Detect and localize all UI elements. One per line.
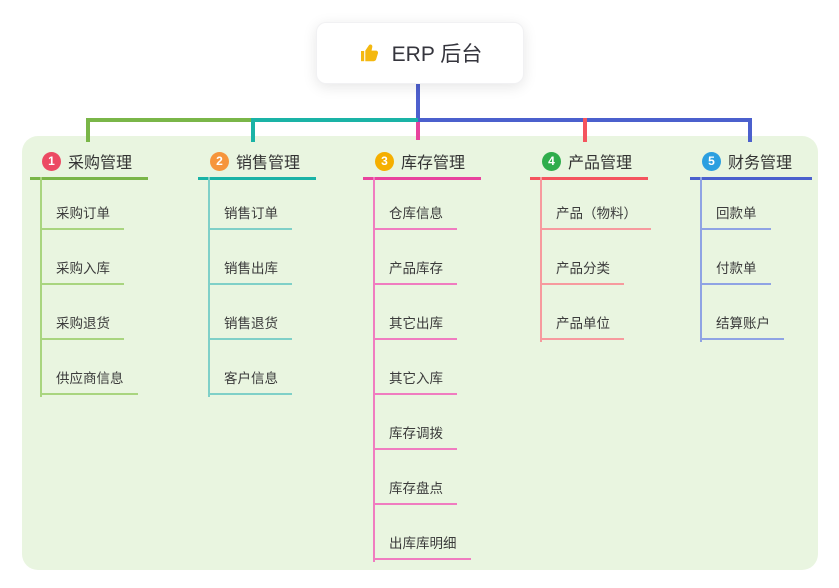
branch-header-product[interactable]: 4 产品管理	[530, 148, 651, 174]
mindmap-node[interactable]: 销售退货	[208, 312, 292, 340]
branch-column-inventory: 3 库存管理 仓库信息 产品库存 其它出库 其它入库 库存调拨 库存盘点 出库库…	[363, 148, 481, 562]
mindmap-node[interactable]: 采购订单	[40, 202, 124, 230]
mindmap-node[interactable]: 产品分类	[540, 257, 624, 285]
branch-column-product: 4 产品管理 产品（物料） 产品分类 产品单位	[530, 148, 651, 342]
connector-bus-green	[86, 118, 253, 122]
connector-drop-purchase	[86, 118, 90, 142]
branch-spine-line	[40, 177, 42, 397]
root-node[interactable]: ERP 后台	[316, 22, 524, 84]
mindmap-node[interactable]: 其它入库	[373, 367, 457, 395]
mindmap-node[interactable]: 销售出库	[208, 257, 292, 285]
branch-spine-line	[700, 177, 702, 342]
mindmap-node[interactable]: 产品（物料）	[540, 202, 651, 230]
branch-label: 销售管理	[236, 155, 301, 172]
branch-header-sales[interactable]: 2 销售管理	[198, 148, 316, 174]
mindmap-node[interactable]: 产品单位	[540, 312, 624, 340]
root-title: ERP 后台	[391, 43, 483, 66]
branch-number-badge: 3	[375, 151, 394, 171]
connector-drop-inventory	[416, 122, 420, 140]
mindmap-node[interactable]: 客户信息	[208, 367, 292, 395]
mindmap-background-panel	[22, 136, 818, 570]
connector-bus-teal	[253, 118, 418, 122]
mindmap-node[interactable]: 采购入库	[40, 257, 124, 285]
branch-header-purchase[interactable]: 1 采购管理	[30, 148, 148, 174]
mindmap-node[interactable]: 产品库存	[373, 257, 457, 285]
mindmap-node[interactable]: 仓库信息	[373, 202, 457, 230]
branch-label: 财务管理	[728, 155, 793, 172]
mindmap-node[interactable]: 库存盘点	[373, 477, 457, 505]
branch-label: 库存管理	[401, 155, 466, 172]
branch-header-inventory[interactable]: 3 库存管理	[363, 148, 481, 174]
mindmap-node[interactable]: 回款单	[700, 202, 771, 230]
branch-underline	[690, 177, 812, 180]
connector-drop-sales	[251, 118, 255, 142]
branch-label: 采购管理	[68, 155, 133, 172]
connector-drop-product	[583, 118, 587, 142]
branch-underline	[530, 177, 648, 180]
mindmap-node[interactable]: 采购退货	[40, 312, 124, 340]
branch-header-finance[interactable]: 5 财务管理	[690, 148, 812, 174]
mindmap-node[interactable]: 供应商信息	[40, 367, 138, 395]
branch-number-badge: 5	[702, 151, 721, 171]
mindmap-node[interactable]: 出库库明细	[373, 532, 471, 560]
connector-root-vertical	[416, 82, 420, 122]
mindmap-node[interactable]: 其它出库	[373, 312, 457, 340]
branch-spine-line	[540, 177, 542, 342]
thumbs-up-icon	[360, 44, 378, 62]
branch-spine-line	[373, 177, 375, 562]
branch-column-finance: 5 财务管理 回款单 付款单 结算账户	[690, 148, 812, 342]
connector-drop-finance	[748, 118, 752, 142]
branch-column-sales: 2 销售管理 销售订单 销售出库 销售退货 客户信息	[198, 148, 316, 397]
branch-label: 产品管理	[568, 155, 633, 172]
branch-number-badge: 2	[210, 151, 229, 171]
mindmap-node[interactable]: 销售订单	[208, 202, 292, 230]
mindmap-node[interactable]: 库存调拨	[373, 422, 457, 450]
mindmap-node[interactable]: 结算账户	[700, 312, 784, 340]
branch-underline	[363, 177, 481, 180]
branch-number-badge: 4	[542, 151, 561, 171]
branch-column-purchase: 1 采购管理 采购订单 采购入库 采购退货 供应商信息	[30, 148, 148, 397]
branch-underline	[30, 177, 148, 180]
mindmap-node[interactable]: 付款单	[700, 257, 771, 285]
branch-underline	[198, 177, 316, 180]
branch-number-badge: 1	[42, 151, 61, 171]
branch-spine-line	[208, 177, 210, 397]
